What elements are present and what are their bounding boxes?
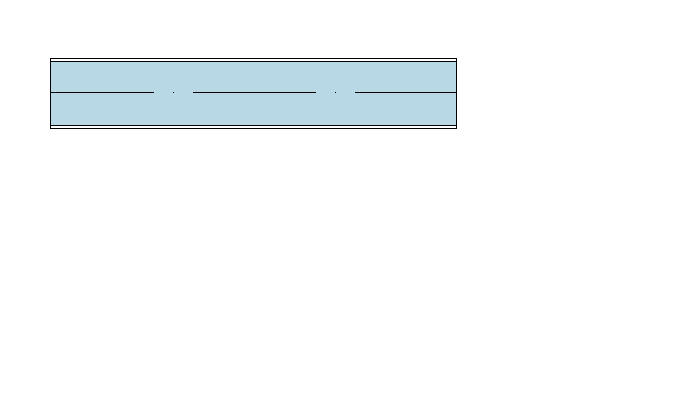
panel-fill [51,61,456,126]
divider-segment [51,92,154,93]
divider-segment [355,92,456,93]
top-double-border [51,58,456,62]
divider-segment [193,92,316,93]
divider-dot [173,92,174,93]
blue-panel [50,58,457,129]
bottom-double-border [51,125,456,129]
divider-dot [335,92,336,93]
